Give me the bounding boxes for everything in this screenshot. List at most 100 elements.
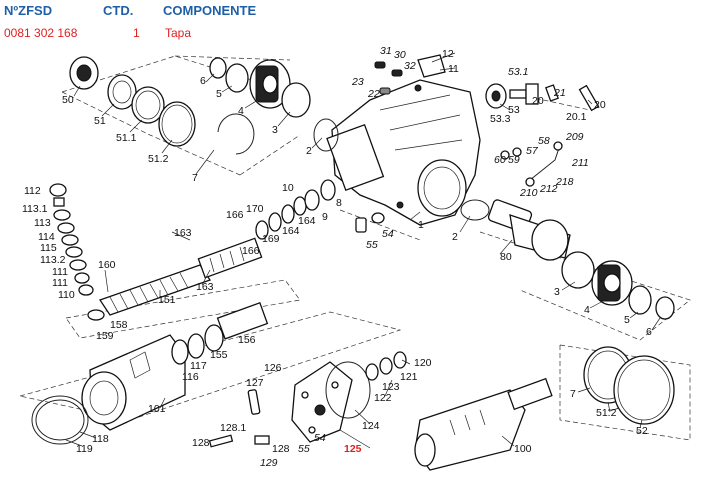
callout-115[interactable]: 115 xyxy=(40,242,57,254)
callout-127[interactable]: 127 xyxy=(246,377,264,389)
callout-128a[interactable]: 128 xyxy=(192,437,210,449)
callout-21[interactable]: 21 xyxy=(553,87,566,99)
screws-22-23-30-31-32[interactable] xyxy=(374,61,403,95)
callout-114[interactable]: 114 xyxy=(38,231,55,243)
ring-52[interactable] xyxy=(613,355,675,425)
callout-209[interactable]: 209 xyxy=(565,131,584,143)
callout-169[interactable]: 169 xyxy=(262,233,280,245)
callout-128-1[interactable]: 128.1 xyxy=(220,422,246,434)
callout-20-1[interactable]: 20.1 xyxy=(566,111,587,123)
callout-116[interactable]: 116 xyxy=(182,371,199,383)
gasket-124[interactable] xyxy=(325,361,371,419)
callout-53-3[interactable]: 53.3 xyxy=(490,113,511,125)
callout-1[interactable]: 1 xyxy=(418,219,424,231)
ring-3[interactable] xyxy=(281,82,311,118)
callout-129[interactable]: 129 xyxy=(260,457,278,469)
callout-53-1[interactable]: 53.1 xyxy=(508,66,528,78)
callout-58[interactable]: 58 xyxy=(538,135,550,147)
callout-101[interactable]: 101 xyxy=(148,403,166,415)
callout-151[interactable]: 151 xyxy=(158,294,176,306)
rings-116-117[interactable] xyxy=(171,333,205,365)
callout-6b[interactable]: 6 xyxy=(646,326,652,338)
callout-119[interactable]: 119 xyxy=(76,443,93,455)
callout-125[interactable]: 125 xyxy=(344,443,362,455)
callout-57[interactable]: 57 xyxy=(526,145,539,157)
ring-51-2[interactable] xyxy=(158,101,196,147)
seal-rings-164-170[interactable] xyxy=(255,179,336,240)
sleeve-155-156[interactable] xyxy=(204,301,269,352)
callout-210[interactable]: 210 xyxy=(519,187,538,199)
ring-2-top[interactable] xyxy=(313,118,339,152)
callout-163b[interactable]: 163 xyxy=(196,281,214,293)
callout-110[interactable]: 110 xyxy=(58,289,75,301)
seal-158[interactable] xyxy=(87,309,105,321)
callout-3b[interactable]: 3 xyxy=(554,286,560,298)
callout-159[interactable]: 159 xyxy=(96,330,114,342)
callout-12[interactable]: 12 xyxy=(442,48,454,60)
seal-51[interactable] xyxy=(107,74,137,110)
linkage-209-211[interactable] xyxy=(500,141,563,187)
callout-80[interactable]: 80 xyxy=(500,251,512,263)
valve-53[interactable] xyxy=(485,83,539,109)
ring-3-right[interactable] xyxy=(561,251,595,289)
callout-128b[interactable]: 128 xyxy=(272,443,290,455)
ring-6[interactable] xyxy=(209,57,227,79)
callout-160[interactable]: 160 xyxy=(98,259,116,271)
bearing-4[interactable] xyxy=(249,59,291,109)
callout-50[interactable]: 50 xyxy=(62,94,74,106)
callout-51-2[interactable]: 51.2 xyxy=(148,153,169,165)
callout-3[interactable]: 3 xyxy=(272,124,278,136)
callout-121[interactable]: 121 xyxy=(400,371,418,383)
callout-112[interactable]: 112 xyxy=(24,185,41,197)
callout-118[interactable]: 118 xyxy=(92,433,109,445)
callout-113-2[interactable]: 113.2 xyxy=(40,254,66,266)
callout-218[interactable]: 218 xyxy=(555,176,574,188)
callout-155[interactable]: 155 xyxy=(210,349,228,361)
callout-164a[interactable]: 164 xyxy=(282,225,300,237)
valve-cover-11[interactable] xyxy=(417,54,446,78)
ring-6-right[interactable] xyxy=(655,296,675,320)
callout-117[interactable]: 117 xyxy=(190,360,207,372)
cover-125[interactable] xyxy=(291,361,353,443)
callout-5b[interactable]: 5 xyxy=(624,314,630,326)
callout-54a[interactable]: 54 xyxy=(382,228,394,240)
callout-51-1[interactable]: 51.1 xyxy=(116,132,137,144)
callout-5[interactable]: 5 xyxy=(216,88,222,100)
callout-55a[interactable]: 55 xyxy=(366,239,378,251)
worm-shaft-151[interactable] xyxy=(98,237,263,316)
callout-9[interactable]: 9 xyxy=(322,211,328,223)
callout-120[interactable]: 120 xyxy=(414,357,432,369)
callout-158[interactable]: 158 xyxy=(110,319,128,331)
ring-5[interactable] xyxy=(225,63,249,93)
screws-127-128[interactable] xyxy=(208,389,270,448)
callout-59[interactable]: 59 xyxy=(508,154,520,166)
plug-54-55[interactable] xyxy=(355,212,385,233)
callout-156[interactable]: 156 xyxy=(238,334,256,346)
callout-163a[interactable]: 163 xyxy=(174,227,192,239)
ring-5-right[interactable] xyxy=(628,285,652,315)
ring-51-1[interactable] xyxy=(131,86,165,124)
sector-shaft-80[interactable] xyxy=(487,199,571,261)
valve-stack-110-115[interactable] xyxy=(49,183,94,296)
callout-6[interactable]: 6 xyxy=(200,75,206,87)
callout-7[interactable]: 7 xyxy=(192,172,198,184)
row-component[interactable]: Tapa xyxy=(165,26,192,40)
callout-100[interactable]: 100 xyxy=(514,443,532,455)
callout-32[interactable]: 32 xyxy=(404,60,416,72)
callout-123[interactable]: 123 xyxy=(382,381,400,393)
callout-2[interactable]: 2 xyxy=(306,145,312,157)
callout-4[interactable]: 4 xyxy=(238,105,244,117)
snap-ring-7[interactable] xyxy=(217,113,255,155)
callout-166b[interactable]: 166 xyxy=(242,245,260,257)
callout-60[interactable]: 60 xyxy=(494,154,506,166)
callout-111b[interactable]: 111 xyxy=(52,277,68,289)
callout-4b[interactable]: 4 xyxy=(584,304,590,316)
callout-170[interactable]: 170 xyxy=(246,203,264,215)
piston-100[interactable] xyxy=(414,377,553,471)
callout-113[interactable]: 113 xyxy=(34,217,51,229)
callout-126[interactable]: 126 xyxy=(264,362,282,374)
callout-113-1[interactable]: 113.1 xyxy=(22,203,48,215)
callout-7b[interactable]: 7 xyxy=(570,388,576,400)
callout-212[interactable]: 212 xyxy=(539,183,558,195)
callout-111a[interactable]: 111 xyxy=(52,266,68,278)
